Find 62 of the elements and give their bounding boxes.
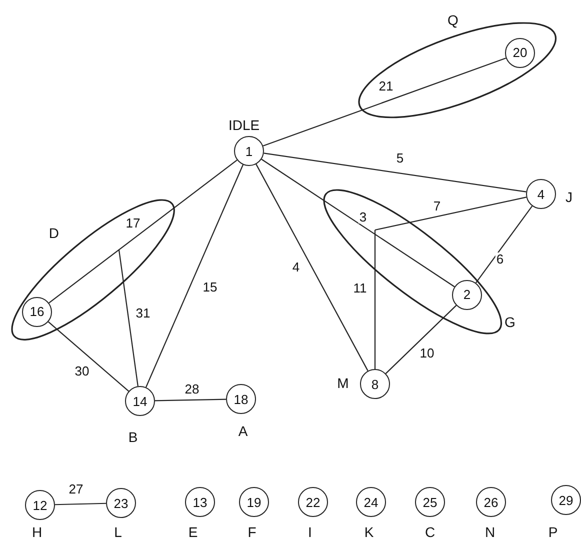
edge-label: 15 [202,280,218,294]
group-label: Q [448,13,458,27]
state-name: C [424,525,436,539]
state-circle: 19 [239,487,269,517]
transition-line [256,164,368,372]
state-circle: 2 [452,280,482,310]
state-name: I [308,525,312,539]
transition-line [48,160,238,304]
group-label: D [48,226,60,240]
state-name: F [248,525,256,539]
edge-label: 10 [418,346,436,360]
edge-label: 21 [378,80,394,92]
edge-label: 17 [124,216,142,230]
transition-line [385,305,457,374]
state-circle: 25 [415,487,445,517]
state-name: P [548,525,558,539]
transition-line [264,152,526,192]
edge-label: 31 [134,306,152,320]
state-circle: 13 [185,487,215,517]
state-name: K [364,525,374,539]
edge-label: 5 [395,152,405,164]
edge-label: 3 [358,210,368,224]
transition-line [374,230,376,369]
state-circle: 12 [25,490,55,520]
state-circle: 1 [234,136,264,166]
group-label: G [504,314,516,329]
state-circle: 20 [504,38,535,68]
transition-line [118,250,138,386]
edge-label: 30 [74,364,90,378]
state-name: J [566,190,572,204]
transition-line [374,196,526,231]
state-name: IDLE [228,118,260,132]
state-circle: 16 [22,296,52,327]
state-circle: 4 [526,179,556,209]
transition-line [262,58,506,146]
state-name: B [128,430,138,444]
edge-label: 11 [352,282,368,294]
state-name: H [32,525,42,539]
state-circle: 22 [298,487,328,517]
edge-label: 7 [432,200,442,212]
transition-line [54,502,106,506]
transition-line [475,206,533,284]
transition-line [48,321,130,392]
state-circle: 14 [125,386,155,416]
edge-label: 6 [495,252,505,266]
state-name: E [188,525,198,539]
transition-line [154,398,226,402]
edge-label: 4 [291,260,301,274]
state-name: M [337,376,349,390]
transition-line [261,158,455,288]
state-circle: 26 [476,487,506,517]
edge-label: 28 [184,382,200,396]
state-circle: 8 [360,369,390,399]
state-name: A [238,424,248,438]
state-circle: 24 [356,487,386,517]
state-circle: 18 [226,384,256,414]
transition-line [146,164,244,388]
state-circle: 29 [551,485,581,515]
state-circle: 23 [106,488,136,518]
state-name: L [114,525,122,539]
edge-label: 27 [68,482,84,496]
state-name: N [484,525,496,539]
